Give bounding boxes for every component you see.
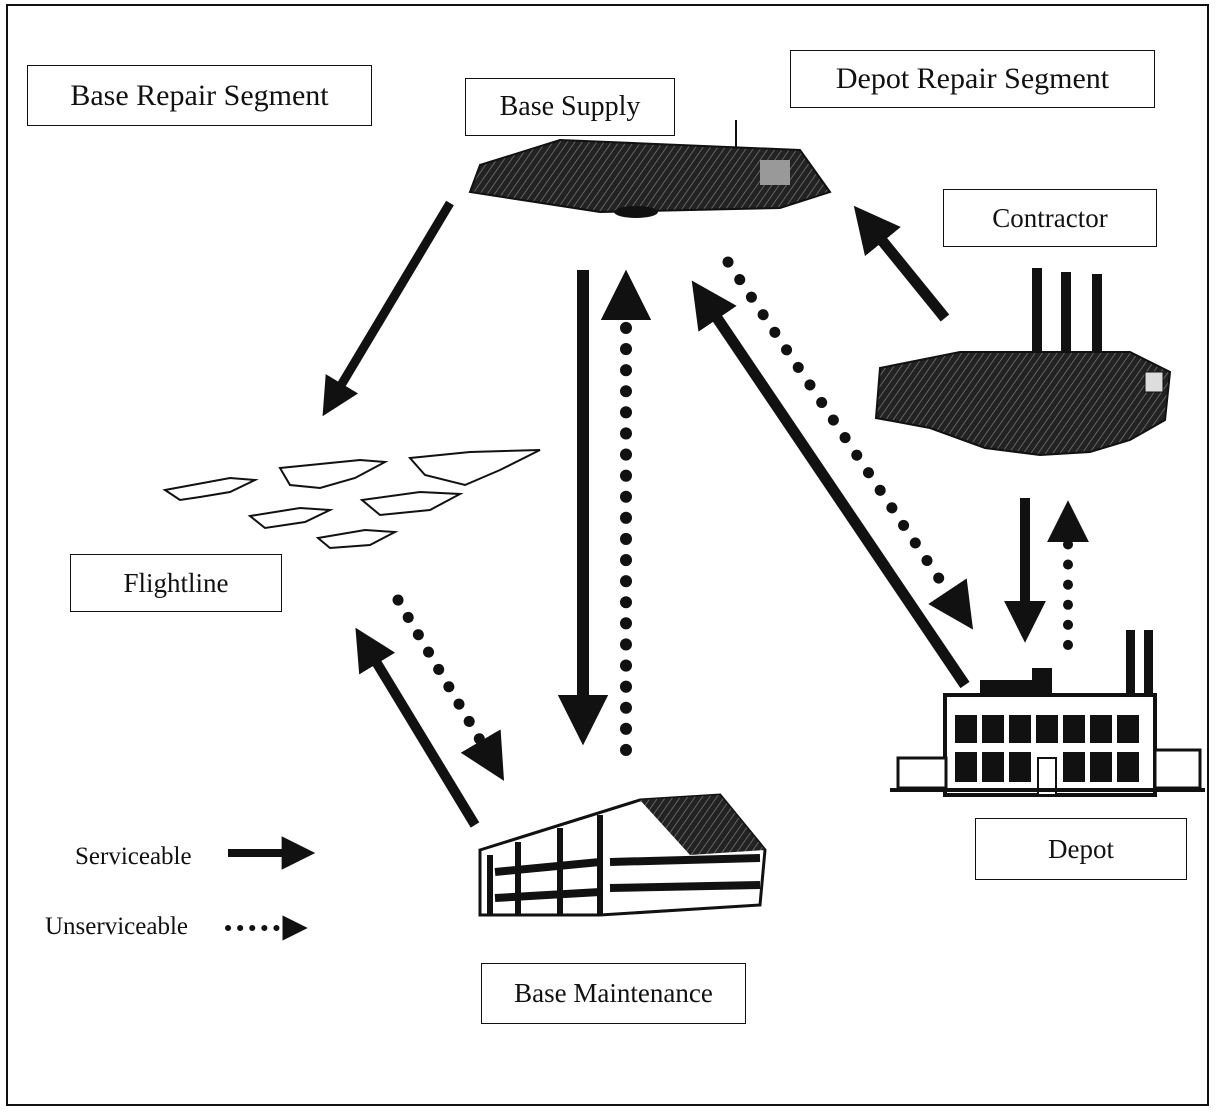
maintenance-to-flightline-arrow: [355, 627, 480, 828]
contractor-label: Contractor: [943, 189, 1157, 247]
contractor-factory-icon: [874, 268, 1172, 457]
legend-serviceable-label: Serviceable: [75, 843, 192, 870]
base-supply-label: Base Supply: [465, 78, 675, 136]
contractor-to-supply-arrow: [853, 205, 950, 322]
base-maintenance-building-icon: [478, 793, 767, 917]
flightline-to-maintenance-dotted-arrow: [392, 594, 505, 781]
depot-factory-icon: [890, 630, 1205, 797]
depot-label: Depot: [975, 818, 1187, 880]
base-repair-segment-label: Base Repair Segment: [27, 65, 372, 126]
supply-to-depot-dotted-arrow: [722, 256, 974, 630]
depot-repair-segment-label: Depot Repair Segment: [790, 50, 1155, 108]
diagram-frame: [6, 4, 1209, 1106]
depot-to-supply-arrow: [691, 280, 970, 689]
legend-unserviceable-label: Unserviceable: [45, 913, 188, 940]
aircraft-formation-icon: [162, 449, 541, 550]
flightline-label: Flightline: [70, 554, 282, 612]
supply-to-flightline-arrow: [322, 200, 454, 417]
base-supply-building-icon: [468, 120, 832, 218]
base-maintenance-label: Base Maintenance: [481, 963, 746, 1024]
